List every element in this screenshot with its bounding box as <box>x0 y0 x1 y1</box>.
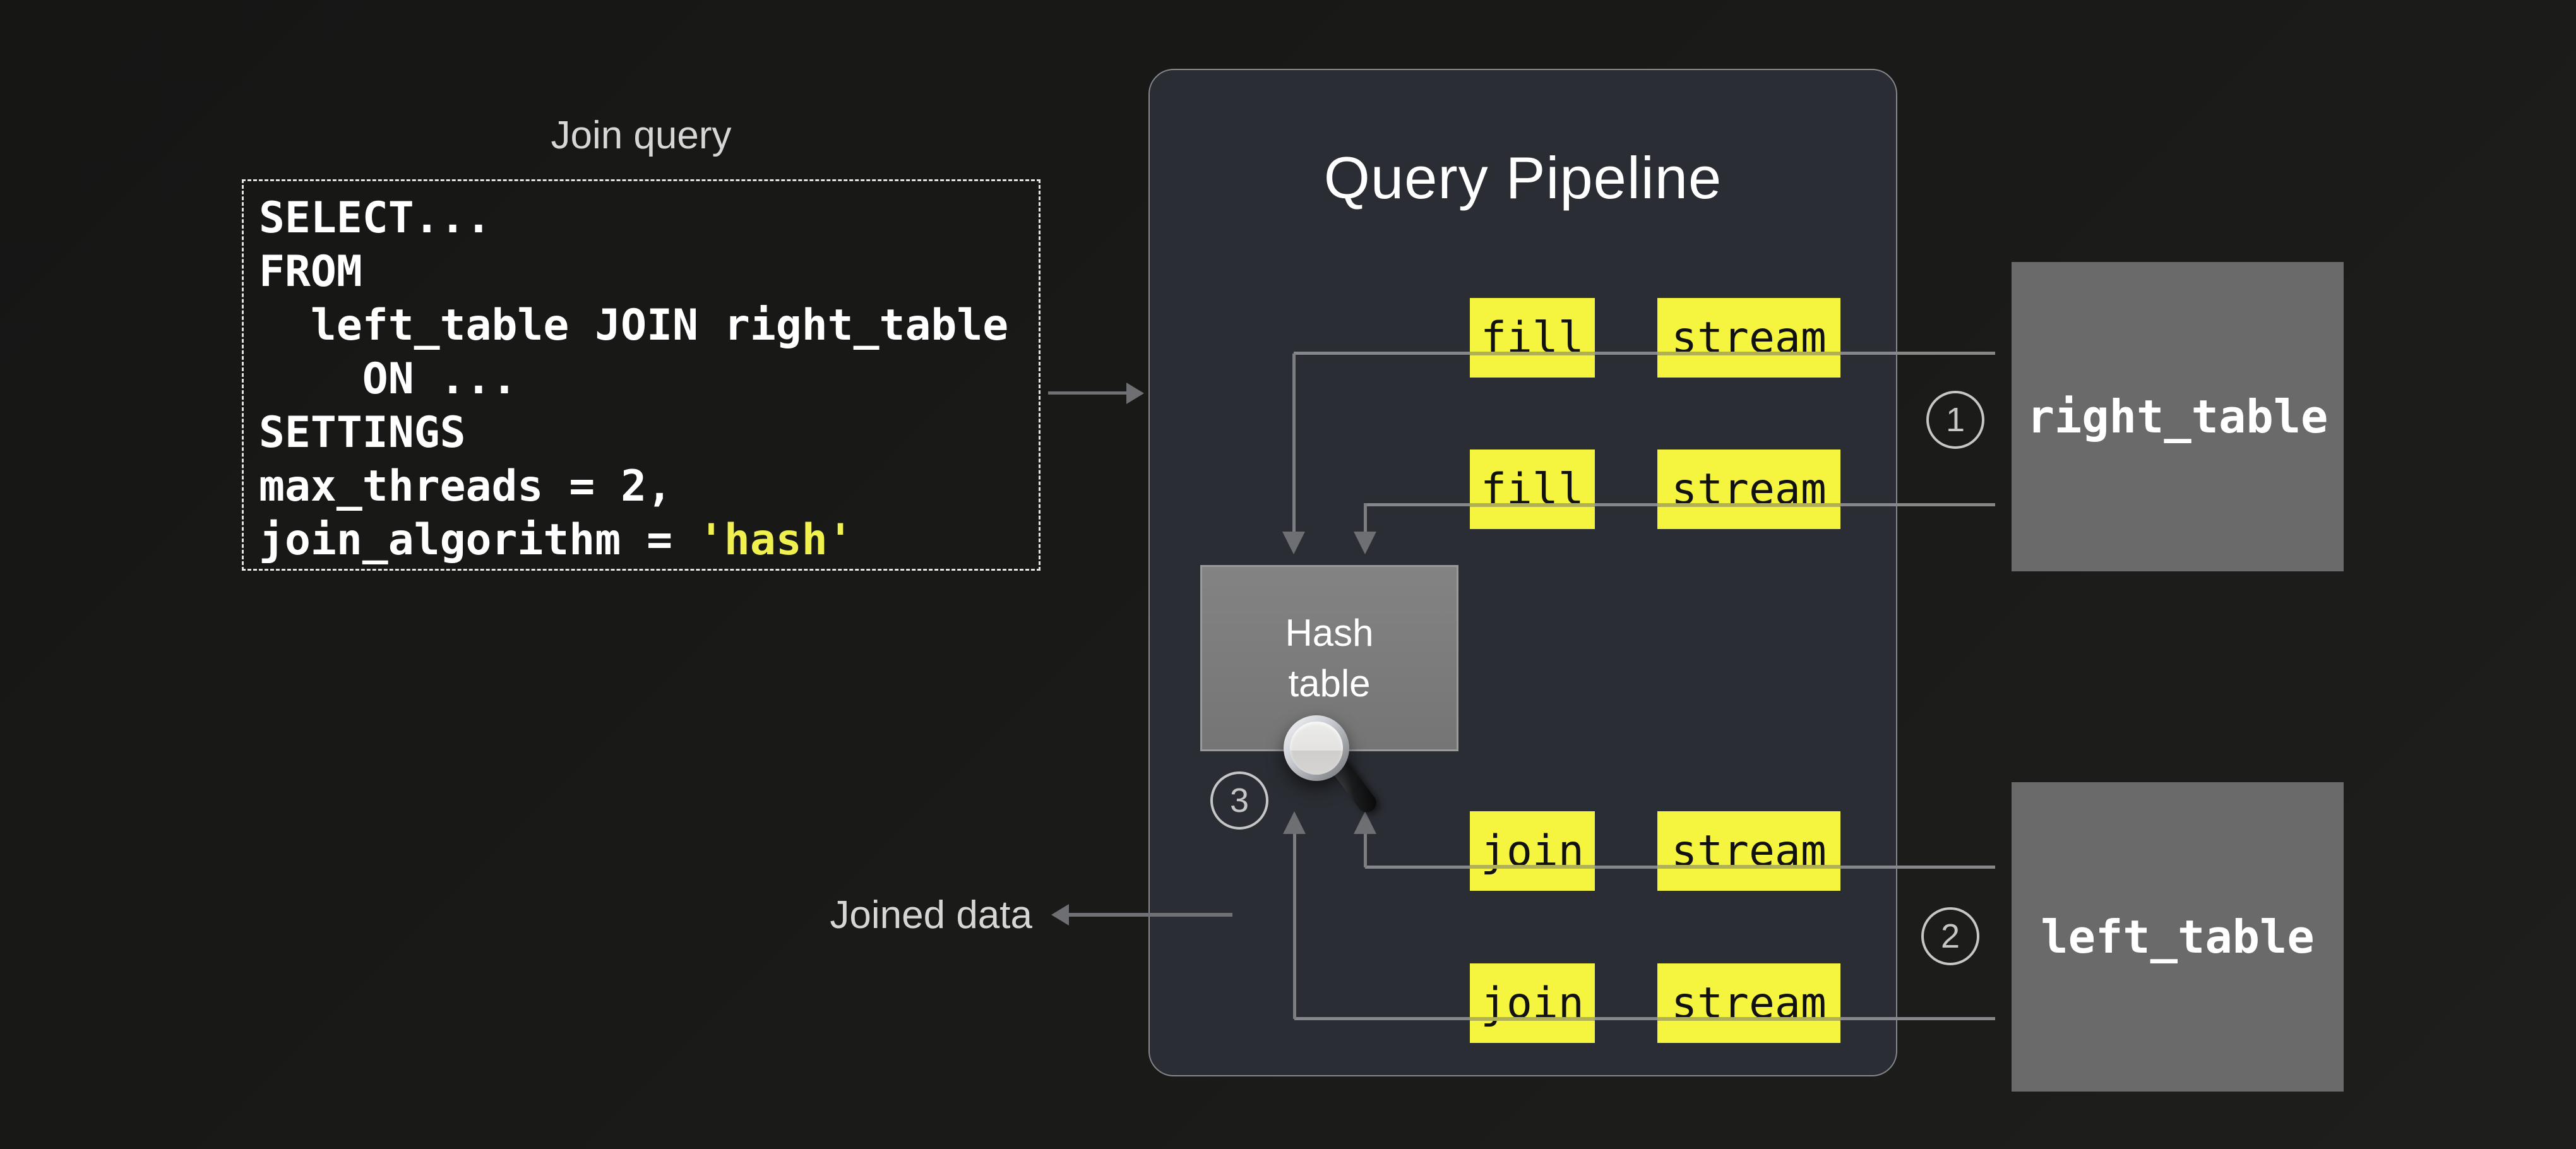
query-pipeline-title: Query Pipeline <box>1323 145 1722 211</box>
step-badge-2: 2 <box>1921 907 1979 965</box>
chip-stream-1: stream <box>1657 298 1840 378</box>
code-line-algorithm: join_algorithm = 'hash' <box>259 513 1023 567</box>
step-badge-1-number: 1 <box>1945 401 1965 439</box>
query-to-pipeline-line <box>1048 391 1128 395</box>
code-line-threads: max_threads = 2, <box>259 461 673 511</box>
join-1-arrow-up-icon <box>1354 811 1376 834</box>
join-2-arrow-up-icon <box>1283 811 1306 834</box>
step-badge-3: 3 <box>1210 771 1268 830</box>
hash-table-box: Hash table <box>1200 565 1458 751</box>
step-badge-2-number: 2 <box>1940 917 1960 955</box>
magnifying-glass-icon <box>1284 715 1349 781</box>
joined-data-label: Joined data <box>830 893 1032 937</box>
code-line-algorithm-prefix: join_algorithm = <box>259 515 698 565</box>
hash-table-label-line2: table <box>1288 662 1371 705</box>
chip-stream-2: stream <box>1657 449 1840 529</box>
join-1-to-hash-connector <box>1364 832 1367 867</box>
code-line-select: SELECT... <box>259 193 492 243</box>
fill-1-arrow-down-icon <box>1282 532 1305 554</box>
step-badge-1: 1 <box>1926 391 1984 449</box>
code-line-from: FROM <box>259 247 362 297</box>
chip-join-1: join <box>1470 811 1595 891</box>
flow-line-join-2 <box>1294 1017 1995 1020</box>
code-line-join: left_table JOIN right_table <box>259 301 1009 350</box>
code-line-on: ON ... <box>259 354 518 404</box>
chip-stream-3: stream <box>1657 811 1840 891</box>
joined-data-line <box>1067 913 1232 917</box>
fill-2-arrow-down-icon <box>1354 532 1376 554</box>
chip-join-2: join <box>1470 963 1595 1043</box>
magnifying-glass-lens-icon <box>1290 722 1343 775</box>
left-table-box: left_table <box>2012 782 2344 1092</box>
left-table-label: left_table <box>2041 910 2315 963</box>
hash-table-label-line1: Hash <box>1285 611 1374 654</box>
fill-2-to-hash-connector <box>1364 503 1367 532</box>
chip-fill-2: fill <box>1470 449 1595 529</box>
right-table-box: right_table <box>2012 262 2344 571</box>
chip-stream-4: stream <box>1657 963 1840 1043</box>
step-badge-3-number: 3 <box>1229 782 1249 819</box>
code-hash-highlight: 'hash' <box>698 515 854 565</box>
fill-1-to-hash-connector <box>1292 354 1296 532</box>
join-2-to-hash-connector <box>1293 832 1296 1019</box>
query-to-pipeline-arrowhead-icon <box>1126 383 1144 404</box>
join-query-code-box: SELECT... FROM left_table JOIN right_tab… <box>242 179 1041 571</box>
join-query-title: Join query <box>551 113 732 157</box>
flow-line-fill-1 <box>1294 352 1995 355</box>
joined-data-arrowhead-icon <box>1051 904 1069 926</box>
right-table-label: right_table <box>2027 390 2329 443</box>
code-line-settings: SETTINGS <box>259 408 466 458</box>
chip-fill-1: fill <box>1470 298 1595 378</box>
